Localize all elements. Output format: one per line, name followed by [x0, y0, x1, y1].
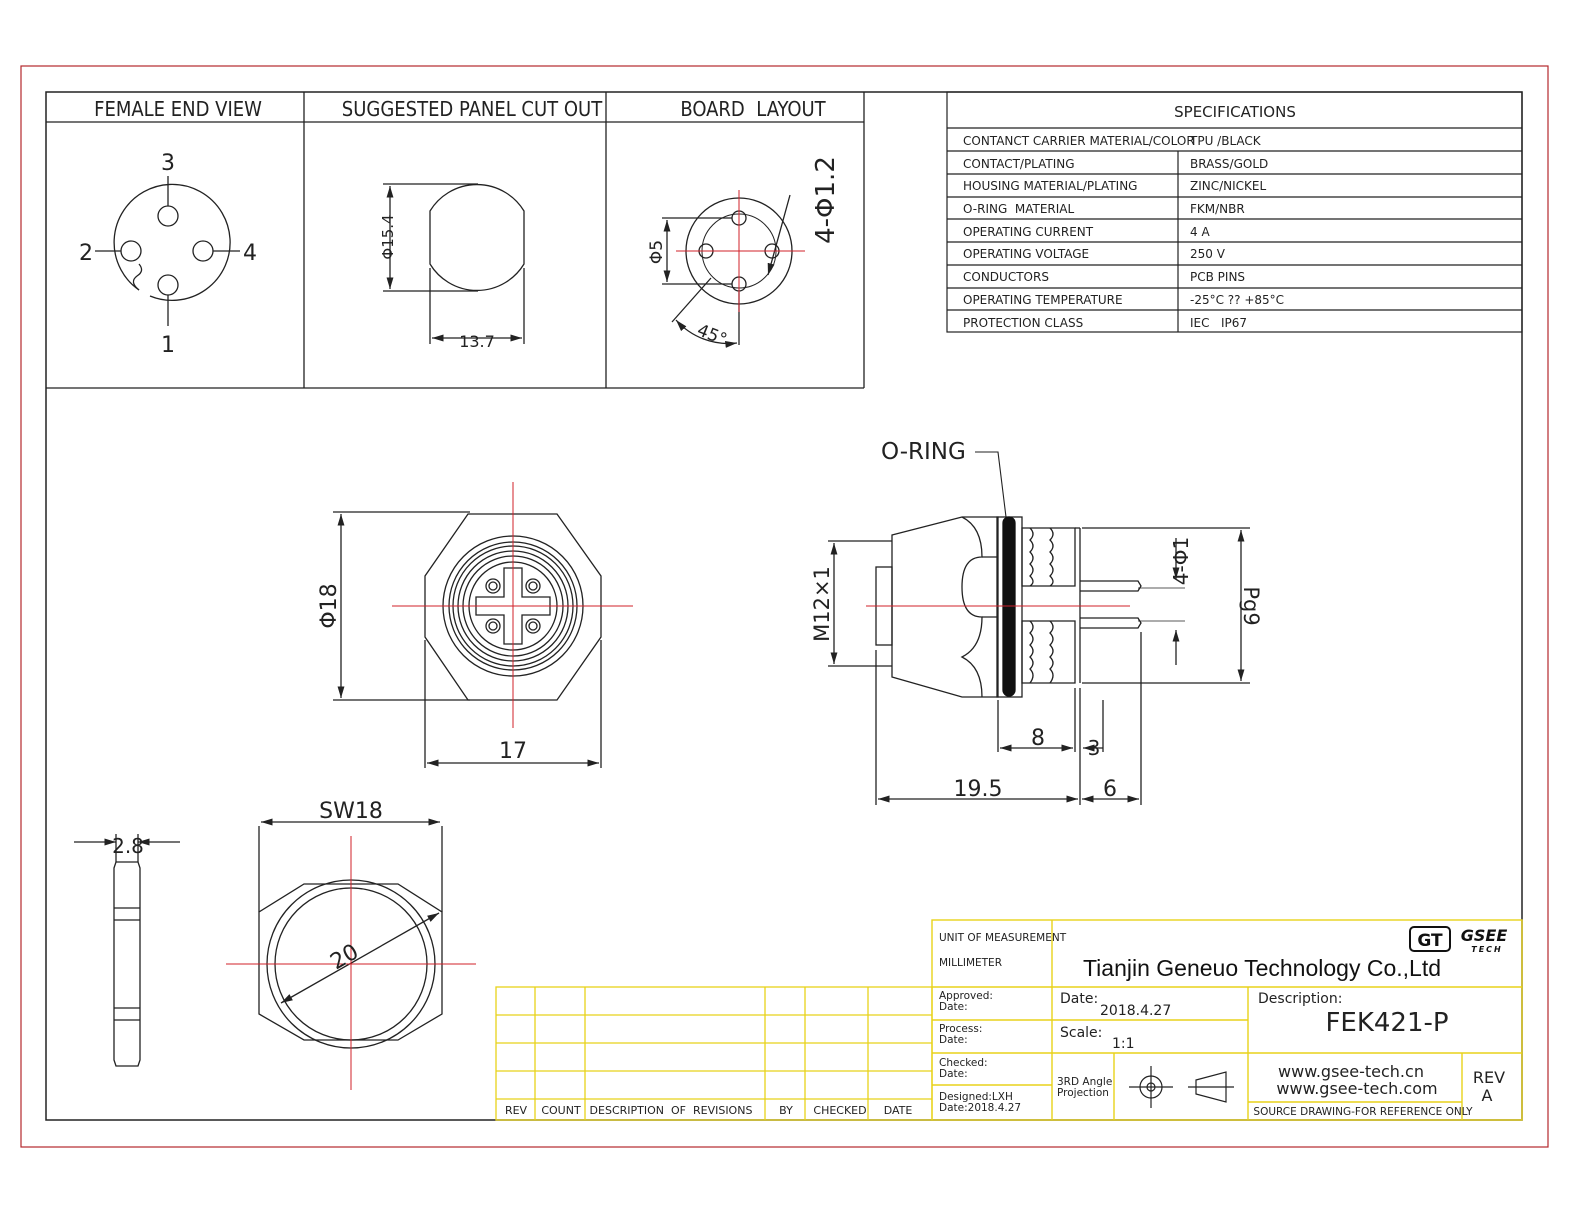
gsee-logo: GT GSEE TECH — [1409, 926, 1508, 954]
front-diameter-dim: Φ18 — [317, 583, 342, 628]
title-block — [931, 919, 1523, 1121]
scale-label: Scale: — [1060, 1025, 1102, 1041]
top-views-box — [46, 92, 865, 389]
revision-header: CHECKED — [813, 1104, 866, 1117]
pin-label-4: 4 — [243, 241, 257, 266]
part-number: FEK421-P — [1325, 1008, 1448, 1038]
revision-header: DESCRIPTION OF REVISIONS — [590, 1104, 753, 1117]
description-label: Description: — [1258, 991, 1342, 1007]
board-layout-shape — [662, 194, 793, 348]
dim-6: 6 — [1103, 777, 1117, 802]
unit-label: UNIT OF MEASUREMENT — [939, 932, 1067, 944]
process-label: Process: — [939, 1023, 982, 1035]
projection-line2: Projection — [1057, 1087, 1109, 1099]
nut-front-centerlines — [226, 836, 476, 1090]
website-cn: www.gsee-tech.cn — [1278, 1062, 1424, 1081]
board-layout-angle-dim: 45° — [694, 320, 729, 350]
spec-label: OPERATING VOLTAGE — [963, 247, 1089, 261]
spec-value: -25°C ?? +85°C — [1190, 293, 1284, 307]
logo-subtext: TECH — [1471, 945, 1503, 954]
dim-3: 3 — [1088, 736, 1101, 760]
spec-values: TPU /BLACK BRASS/GOLD ZINC/NICKEL FKM/NB… — [1189, 134, 1284, 330]
date-label: Date: — [1060, 991, 1098, 1007]
spec-label: CONTACT/PLATING — [963, 157, 1075, 171]
female-end-view-title: FEMALE END VIEW — [94, 97, 262, 121]
specifications-table — [946, 91, 1523, 333]
spec-value: IEC IP67 — [1190, 316, 1247, 330]
board-layout-pin-dim: 4-Φ1.2 — [811, 156, 841, 244]
checked-label: Checked: — [939, 1057, 988, 1069]
source-note: SOURCE DRAWING-FOR REFERENCE ONLY — [1253, 1106, 1473, 1118]
checked-date-label: Date: — [939, 1068, 968, 1080]
date-value: 2018.4.27 — [1100, 1003, 1171, 1019]
company-name: Tianjin Geneuo Technology Co.,Ltd — [1083, 955, 1441, 981]
logo-letters: GT — [1417, 931, 1443, 951]
nut-diameter-dim: 20 — [326, 940, 363, 976]
approved-date-label: Date: — [939, 1001, 968, 1013]
panel-cutout-diameter-dim: Φ15.4 — [379, 214, 397, 259]
scale-value: 1:1 — [1112, 1036, 1135, 1052]
process-date-label: Date: — [939, 1034, 968, 1046]
revision-headers: REV COUNT DESCRIPTION OF REVISIONS BY CH… — [505, 1104, 912, 1117]
panel-cutout-shape — [383, 183, 525, 344]
board-layout-centerlines — [676, 190, 805, 312]
nut-sw-dim: SW18 — [319, 799, 383, 824]
dim-8: 8 — [1031, 726, 1045, 751]
spec-label: CONTANCT CARRIER MATERIAL/COLOR — [963, 134, 1195, 148]
spec-value: TPU /BLACK — [1189, 134, 1262, 148]
projection-symbol — [1129, 1066, 1234, 1108]
thread-dim: M12×1 — [810, 566, 834, 642]
pin-label-1: 1 — [161, 333, 175, 358]
panel-cutout-width-dim: 13.7 — [459, 332, 495, 351]
dim-19-5: 19.5 — [954, 777, 1003, 802]
nut-thickness-dim: 2.8 — [112, 834, 144, 858]
side-view — [828, 451, 1250, 805]
board-layout-title: BOARD LAYOUT — [680, 97, 826, 121]
panel-cutout-title: SUGGESTED PANEL CUT OUT — [342, 97, 603, 121]
projection-line1: 3RD Angle — [1057, 1076, 1112, 1088]
logo-text: GSEE — [1461, 926, 1508, 945]
revision-header: COUNT — [541, 1104, 581, 1117]
approved-label: Approved: — [939, 990, 993, 1002]
front-width-dim: 17 — [499, 739, 527, 764]
spec-label: PROTECTION CLASS — [963, 316, 1083, 330]
pin-label-3: 3 — [161, 151, 175, 176]
designed-date: Date:2018.4.27 — [939, 1102, 1021, 1114]
spec-value: ZINC/NICKEL — [1190, 179, 1267, 193]
female-end-face — [95, 176, 240, 326]
sheet-border — [20, 65, 1549, 1148]
rev-label: REV — [1473, 1068, 1505, 1087]
spec-value: 4 A — [1190, 225, 1210, 239]
spec-labels: CONTANCT CARRIER MATERIAL/COLOR CONTACT/… — [963, 134, 1195, 330]
spec-value: BRASS/GOLD — [1190, 157, 1268, 171]
rev-value: A — [1482, 1086, 1493, 1105]
pin-label-2: 2 — [79, 241, 93, 266]
oring-label: O-RING — [881, 439, 966, 465]
designed-label: Designed:LXH — [939, 1091, 1013, 1103]
board-layout-pcd-dim: Φ5 — [647, 240, 667, 264]
specifications-title: SPECIFICATIONS — [1174, 103, 1296, 121]
revision-header: DATE — [884, 1104, 913, 1117]
spec-value: FKM/NBR — [1190, 202, 1245, 216]
unit-value: MILLIMETER — [939, 957, 1002, 969]
logo-mark — [1409, 926, 1451, 952]
pin-diameter-dim: 4-Φ1 — [1169, 537, 1193, 585]
revision-table — [495, 986, 933, 1121]
front-view-centerlines — [392, 482, 633, 728]
revision-header: BY — [779, 1104, 793, 1117]
revision-header: REV — [505, 1104, 528, 1117]
pg-dim: Pg9 — [1239, 586, 1263, 625]
nut-side-view — [74, 834, 180, 1067]
spec-label: OPERATING TEMPERATURE — [963, 293, 1123, 307]
spec-label: O-RING MATERIAL — [963, 202, 1075, 216]
front-view — [333, 511, 602, 768]
spec-label: HOUSING MATERIAL/PLATING — [963, 179, 1137, 193]
spec-label: CONDUCTORS — [963, 270, 1049, 284]
website-com: www.gsee-tech.com — [1276, 1079, 1437, 1098]
spec-value: PCB PINS — [1190, 270, 1245, 284]
spec-value: 250 V — [1190, 247, 1226, 261]
spec-label: OPERATING CURRENT — [963, 225, 1094, 239]
